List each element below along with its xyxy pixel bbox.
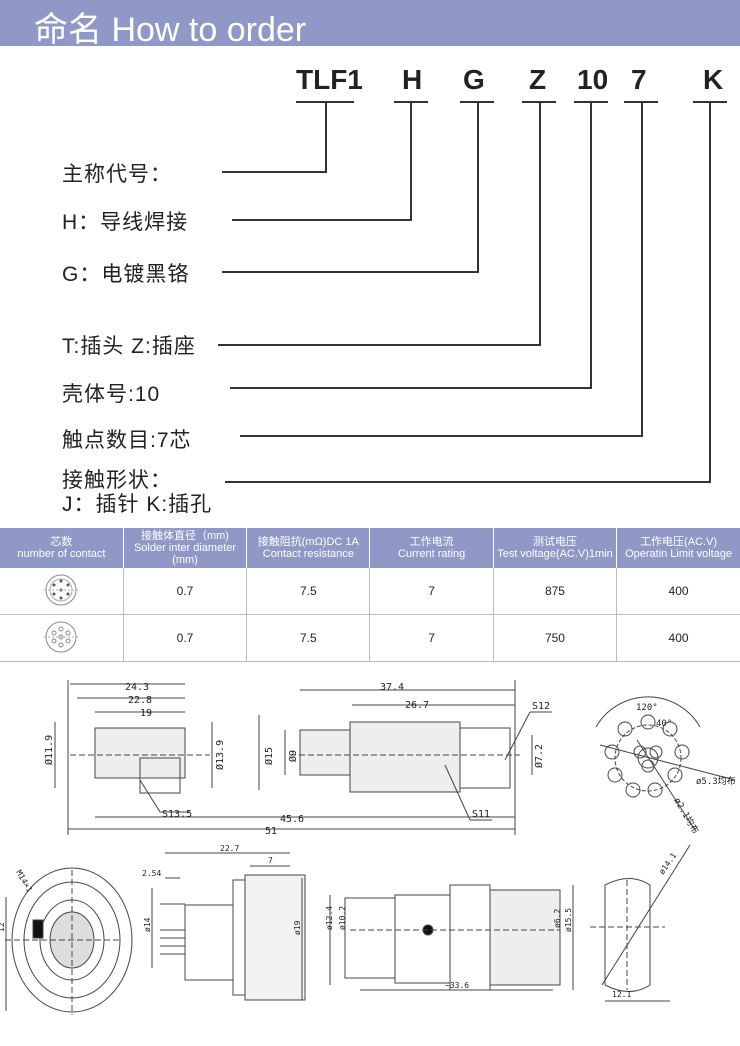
code-shape: K [703,64,724,95]
dim-label: 45.6 [280,814,304,825]
plug-side-view-bottom [329,884,574,991]
dim-label: Ø13.9 [214,740,226,770]
label-shell: 壳体号:10 [62,383,161,406]
dim-label: S12 [532,701,550,712]
code-termination: H [402,64,423,95]
label-plating: G：电镀黑铬 [62,263,190,286]
dim-label: 19 [140,708,152,719]
pcb-receptacle-side-view [151,852,306,1001]
dim-label: M14×1 [14,869,34,895]
dim-label: ø10.2 [338,906,347,930]
dim-label: Ø11.9 [43,735,55,765]
code-type: Z [529,64,547,95]
label-type: T:插头 Z:插座 [62,335,196,358]
contact-layout-icon [0,614,124,662]
dim-label: ~33.6 [445,981,469,990]
receptacle-front-view [5,867,133,1015]
code-series: TLF1 [296,64,363,95]
dim-label: 120° [636,703,658,713]
dim-label: Ø9 [287,750,299,762]
dim-label: ø5.3均布 [696,775,736,787]
contact-layout-icon [0,568,124,615]
dim-label: 2.54 [142,869,161,878]
dim-label: ø15.5 [564,908,573,932]
dim-label: S11 [472,809,490,820]
dim-label: Ø7.2 [533,744,545,768]
dim-label: 24.3 [125,682,149,693]
dim-label: ø14.1 [657,851,678,876]
dim-label: 51 [265,826,277,837]
code-plating: G [463,64,485,95]
label-main-code: 主称代号： [62,163,172,186]
dim-label: ø12.4 [325,906,334,930]
dim-label: 7 [268,856,273,865]
flat-profile-view [590,844,691,1002]
dim-label: ø6.2 [553,909,562,928]
dim-label: ø2.1均布 [671,796,701,836]
contact-pattern-view [595,696,736,831]
dim-label: 37.4 [380,682,404,693]
dim-label: 22.7 [220,844,239,853]
dim-label: 40° [656,719,672,729]
dim-label: 22.8 [128,695,152,706]
code-shell: 10 [577,64,609,95]
label-shape: 接触形状： [62,469,172,492]
code-contacts: 7 [631,64,647,95]
section-header: 命名 How to order [0,0,740,49]
dim-label: 12 [0,922,6,932]
dim-label: S13.5 [162,809,192,820]
receptacle-side-view [54,680,552,835]
dim-label: Ø15 [263,747,275,765]
technical-drawings: 24.3 22.8 19 Ø11.9 Ø13.9 S13.5 37.4 26.7… [0,680,736,1015]
dim-label: ø19 [293,920,302,935]
dim-label: 26.7 [405,700,429,711]
dim-label: 12.1 [612,990,631,999]
dim-label: ø14 [143,917,152,932]
section-title: 命名 How to order [34,11,307,49]
label-termination: H：导线焊接 [62,211,189,234]
label-pin-socket: J：插针 K:插孔 [62,493,213,516]
label-contacts: 触点数目:7芯 [62,429,192,452]
